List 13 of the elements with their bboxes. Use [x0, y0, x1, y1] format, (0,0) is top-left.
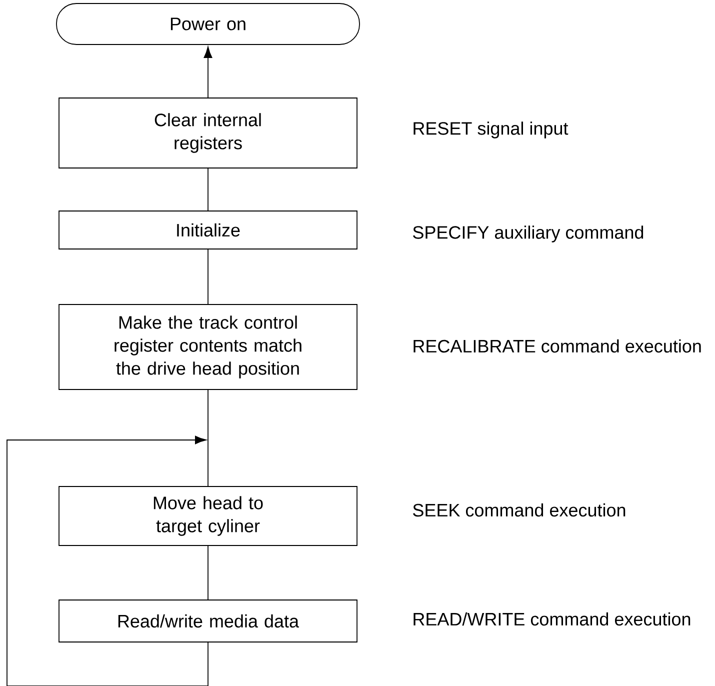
arrow: [6, 436, 208, 686]
step-note: SEEK command execution: [413, 503, 626, 517]
terminal-box: Power on: [56, 3, 360, 45]
step-note: SPECIFY auxiliary command: [413, 226, 644, 242]
arrow: [204, 46, 212, 98]
process-box: Initialize: [58, 210, 358, 250]
process-box: Make the track control register contents match the drive head position: [58, 304, 358, 390]
step-note: READ/WRITE command execution: [414, 612, 690, 626]
process-box: Clear internal registers: [58, 98, 358, 168]
process-box: Move head to target cyliner: [58, 486, 358, 546]
step-note: RESET signal input: [414, 122, 568, 138]
process-box: Read/write media data: [58, 600, 358, 642]
step-note: RECALIBRATE command execution: [414, 339, 701, 353]
